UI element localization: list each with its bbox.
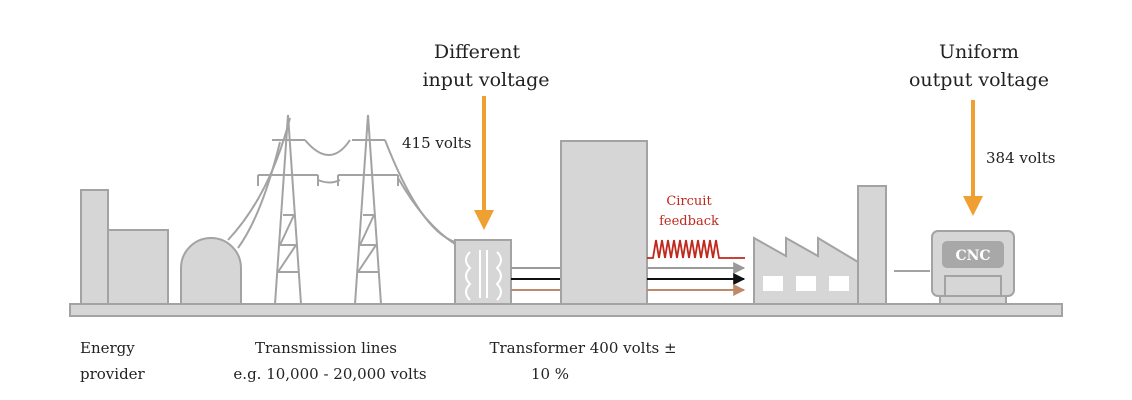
ground-bar — [69, 303, 1063, 317]
energy-provider-label-line1: Energy — [80, 339, 135, 357]
energy-provider-label-line2: provider — [80, 365, 146, 383]
input-voltage-title-line1: Different — [434, 41, 521, 63]
energy-provider-icon — [80, 189, 242, 305]
output-voltage-title-line2: output voltage — [909, 69, 1049, 91]
transformer-label-line2: 10 % — [531, 365, 569, 383]
cnc-label: CNC — [955, 248, 990, 264]
output-voltage-title-line1: Uniform — [939, 41, 1019, 63]
transmission-label-line1: Transmission lines — [255, 339, 397, 357]
cnc-machine-icon — [931, 230, 1015, 305]
input-volts-label: 415 volts — [402, 134, 471, 152]
transformer-icon — [454, 239, 512, 305]
circuit-feedback-label-line2: feedback — [659, 214, 719, 229]
circuit-feedback-label-line1: Circuit — [666, 194, 712, 209]
transformer-label-line1: Transformer 400 volts ± — [489, 339, 676, 357]
transmission-towers-icon — [227, 114, 456, 305]
factory-icon — [753, 185, 887, 305]
transmission-label-line2: e.g. 10,000 - 20,000 volts — [233, 365, 426, 383]
output-volts-label: 384 volts — [986, 149, 1055, 167]
voltage-stabilizer-block — [560, 140, 648, 305]
circuit-feedback-signal — [647, 239, 745, 259]
input-voltage-title-line2: input voltage — [422, 69, 549, 91]
